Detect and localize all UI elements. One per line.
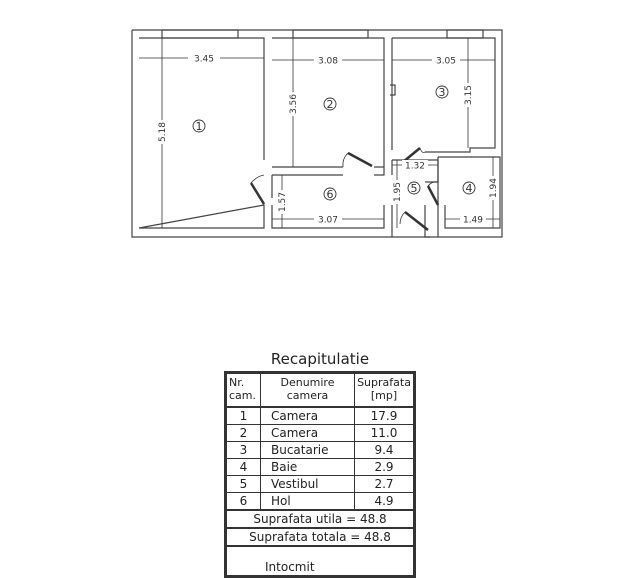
row-name: Camera <box>260 406 355 425</box>
room-6-length-label: 1.57 <box>278 192 288 212</box>
table-row: 2 Camera 11.0 <box>226 424 414 442</box>
table-row: 4 Baie 2.9 <box>226 458 414 476</box>
room-2-length-label: 3.56 <box>289 94 299 114</box>
table-row: 5 Vestibul 2.7 <box>226 475 414 493</box>
room-2-width-label: 3.08 <box>318 57 338 67</box>
row-name: Hol <box>260 492 355 511</box>
row-area: 17.9 <box>354 406 414 425</box>
table-row: 6 Hol 4.9 <box>226 492 414 511</box>
room-2-number: 2 <box>327 98 334 111</box>
row-name: Bucatarie <box>260 441 355 459</box>
row-nr: 2 <box>226 424 261 442</box>
room-4-wall <box>444 156 501 229</box>
row-nr: 1 <box>226 406 261 425</box>
prepared-by: Intocmit <box>226 545 414 576</box>
usable-area: Suprafata utila = 48.8 <box>226 509 414 529</box>
room-3-number: 3 <box>439 86 446 99</box>
row-area: 2.9 <box>354 458 414 476</box>
row-nr: 5 <box>226 475 261 493</box>
total-area: Suprafata totala = 48.8 <box>226 527 414 547</box>
floor-plan: 3.45 5.18 3.08 3.56 3.05 3.15 1.32 1.95 … <box>131 29 503 238</box>
row-area: 9.4 <box>354 441 414 459</box>
header-area: Suprafata [mp] <box>354 373 414 408</box>
room-6-width-label: 3.07 <box>318 216 338 226</box>
window-room-2 <box>292 29 369 39</box>
summary-title: Recapitulatie <box>270 350 370 368</box>
header-nr: Nr. cam. <box>226 373 261 408</box>
room-4-number: 4 <box>466 182 473 195</box>
room-1-number: 1 <box>196 120 203 133</box>
window-room-3 <box>446 29 484 39</box>
row-name: Camera <box>260 424 355 442</box>
outer-wall <box>131 29 503 238</box>
room-5-wall <box>391 159 439 238</box>
row-nr: 6 <box>226 492 261 511</box>
room-4-length-label: 1.94 <box>489 178 499 198</box>
room-3-width-label: 3.05 <box>436 57 456 67</box>
row-nr: 3 <box>226 441 261 459</box>
row-name: Baie <box>260 458 355 476</box>
row-area: 11.0 <box>354 424 414 442</box>
row-name: Vestibul <box>260 475 355 493</box>
room-3-length-label: 3.15 <box>464 85 474 105</box>
row-area: 2.7 <box>354 475 414 493</box>
summary-table: Nr. cam. Denumire camera Suprafata [mp] … <box>224 371 416 578</box>
room-5-width-label: 1.32 <box>405 162 425 172</box>
table-row: 3 Bucatarie 9.4 <box>226 441 414 459</box>
header-name: Denumire camera <box>260 373 355 408</box>
row-nr: 4 <box>226 458 261 476</box>
window-room-1 <box>161 29 239 39</box>
room-1-width-label: 3.45 <box>194 55 214 65</box>
room-5-length-label: 1.95 <box>393 182 403 202</box>
room-6-wall <box>271 167 385 229</box>
room-5-number: 5 <box>411 182 418 195</box>
row-area: 4.9 <box>354 492 414 511</box>
room-6-number: 6 <box>327 188 334 201</box>
dimension-labels: 3.45 5.18 3.08 3.56 3.05 3.15 1.32 1.95 … <box>157 53 499 226</box>
room-4-width-label: 1.49 <box>463 216 483 226</box>
table-row: 1 Camera 17.9 <box>226 406 414 425</box>
room-1-length-label: 5.18 <box>158 122 168 142</box>
